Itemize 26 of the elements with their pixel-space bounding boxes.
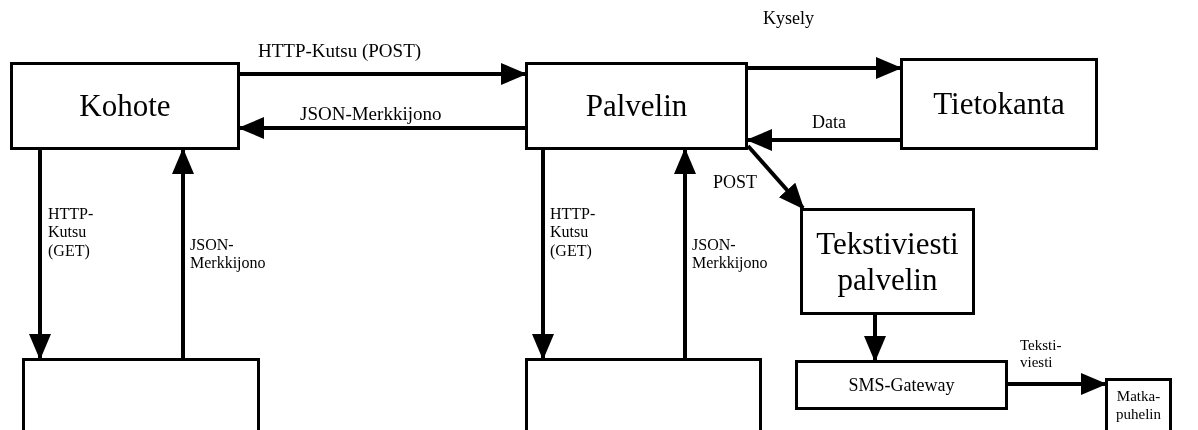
component-box bbox=[525, 62, 748, 150]
arrow bbox=[674, 148, 696, 358]
arrow bbox=[532, 150, 554, 360]
api-box bbox=[22, 358, 260, 430]
arrow bbox=[746, 129, 900, 151]
arrow bbox=[748, 57, 902, 79]
node-label: Kohote bbox=[79, 88, 171, 124]
node-label: Matka-puhelin bbox=[1115, 388, 1162, 423]
gateway-box bbox=[795, 360, 1008, 410]
node-label: Tietokanta bbox=[933, 86, 1065, 122]
phone-box bbox=[1105, 378, 1172, 430]
edge-label: HTTP-Kutsu (POST) bbox=[258, 40, 422, 62]
api-box bbox=[525, 358, 762, 430]
node-label: SMS-Gateway bbox=[848, 374, 955, 396]
node-label: Tekstiviesti palvelin bbox=[815, 225, 960, 298]
component-box bbox=[900, 58, 1098, 150]
arrow bbox=[1008, 373, 1107, 395]
arrow bbox=[29, 150, 51, 360]
node-label: Palvelin bbox=[585, 88, 688, 124]
arrow bbox=[864, 315, 886, 362]
arrow bbox=[172, 148, 194, 358]
component-box bbox=[10, 62, 240, 150]
component-box bbox=[800, 208, 975, 315]
arrow bbox=[238, 117, 525, 139]
arrow bbox=[240, 63, 527, 85]
arrow bbox=[746, 144, 805, 210]
